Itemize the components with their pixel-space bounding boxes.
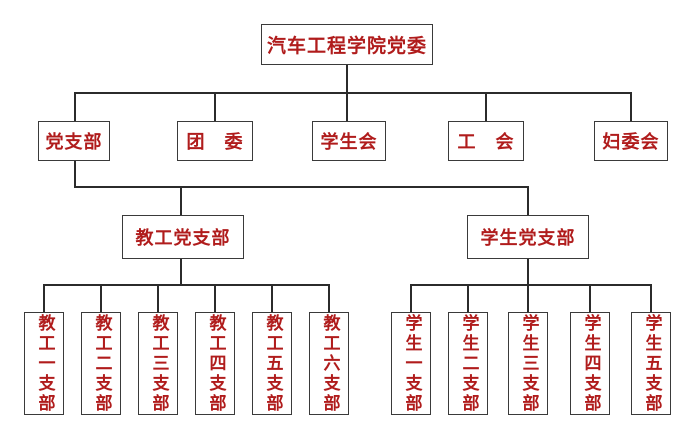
node-teacher-branch-6: 教工六支部 [309, 312, 349, 415]
node-student-branch-1: 学生一支部 [391, 312, 431, 415]
connector-drop-teacher-2 [100, 284, 102, 313]
connector-teacher-branch-down [180, 258, 182, 285]
node-teacher-branch-3: 教工三支部 [138, 312, 178, 415]
connector-drop-student-branch [527, 186, 529, 216]
connector-drop-student-3 [527, 284, 529, 313]
connector-drop-teacher-branch [180, 186, 182, 216]
connector-root-down [346, 64, 348, 93]
connector-student-bus [410, 284, 652, 286]
connector-party-branch-down [74, 160, 76, 187]
connector-drop-student-1 [410, 284, 412, 313]
node-youth-league: 团 委 [177, 121, 253, 161]
connector-student-branch-down [527, 258, 529, 285]
node-student-branch-4: 学生四支部 [570, 312, 610, 415]
node-student-branch-3: 学生三支部 [508, 312, 548, 415]
node-teacher-branch-4: 教工四支部 [195, 312, 235, 415]
node-teacher-branch-5: 教工五支部 [252, 312, 292, 415]
connector-drop-teacher-4 [214, 284, 216, 313]
node-teacher-party-branch: 教工党支部 [122, 215, 244, 259]
node-teacher-branch-2: 教工二支部 [81, 312, 121, 415]
connector-drop-student-2 [467, 284, 469, 313]
connector-level1-bus [74, 92, 632, 94]
node-student-branch-5: 学生五支部 [631, 312, 671, 415]
connector-level2-bus [74, 186, 529, 188]
connector-drop-women-committee [630, 92, 632, 122]
connector-drop-teacher-1 [43, 284, 45, 313]
node-student-union: 学生会 [312, 121, 386, 161]
connector-drop-teacher-3 [157, 284, 159, 313]
node-student-branch-2: 学生二支部 [448, 312, 488, 415]
connector-drop-student-5 [650, 284, 652, 313]
connector-drop-student-4 [589, 284, 591, 313]
connector-drop-youth-league [214, 92, 216, 122]
connector-drop-teacher-6 [328, 284, 330, 313]
connector-drop-teacher-5 [271, 284, 273, 313]
root-node-party-committee: 汽车工程学院党委 [261, 24, 433, 65]
node-student-party-branch: 学生党支部 [467, 215, 589, 259]
connector-drop-party-branch [74, 92, 76, 122]
connector-drop-student-union [346, 92, 348, 122]
node-trade-union: 工 会 [448, 121, 524, 161]
node-teacher-branch-1: 教工一支部 [24, 312, 64, 415]
connector-drop-trade-union [485, 92, 487, 122]
node-party-branch: 党支部 [38, 121, 110, 161]
node-women-committee: 妇委会 [594, 121, 668, 161]
connector-teacher-bus [43, 284, 329, 286]
